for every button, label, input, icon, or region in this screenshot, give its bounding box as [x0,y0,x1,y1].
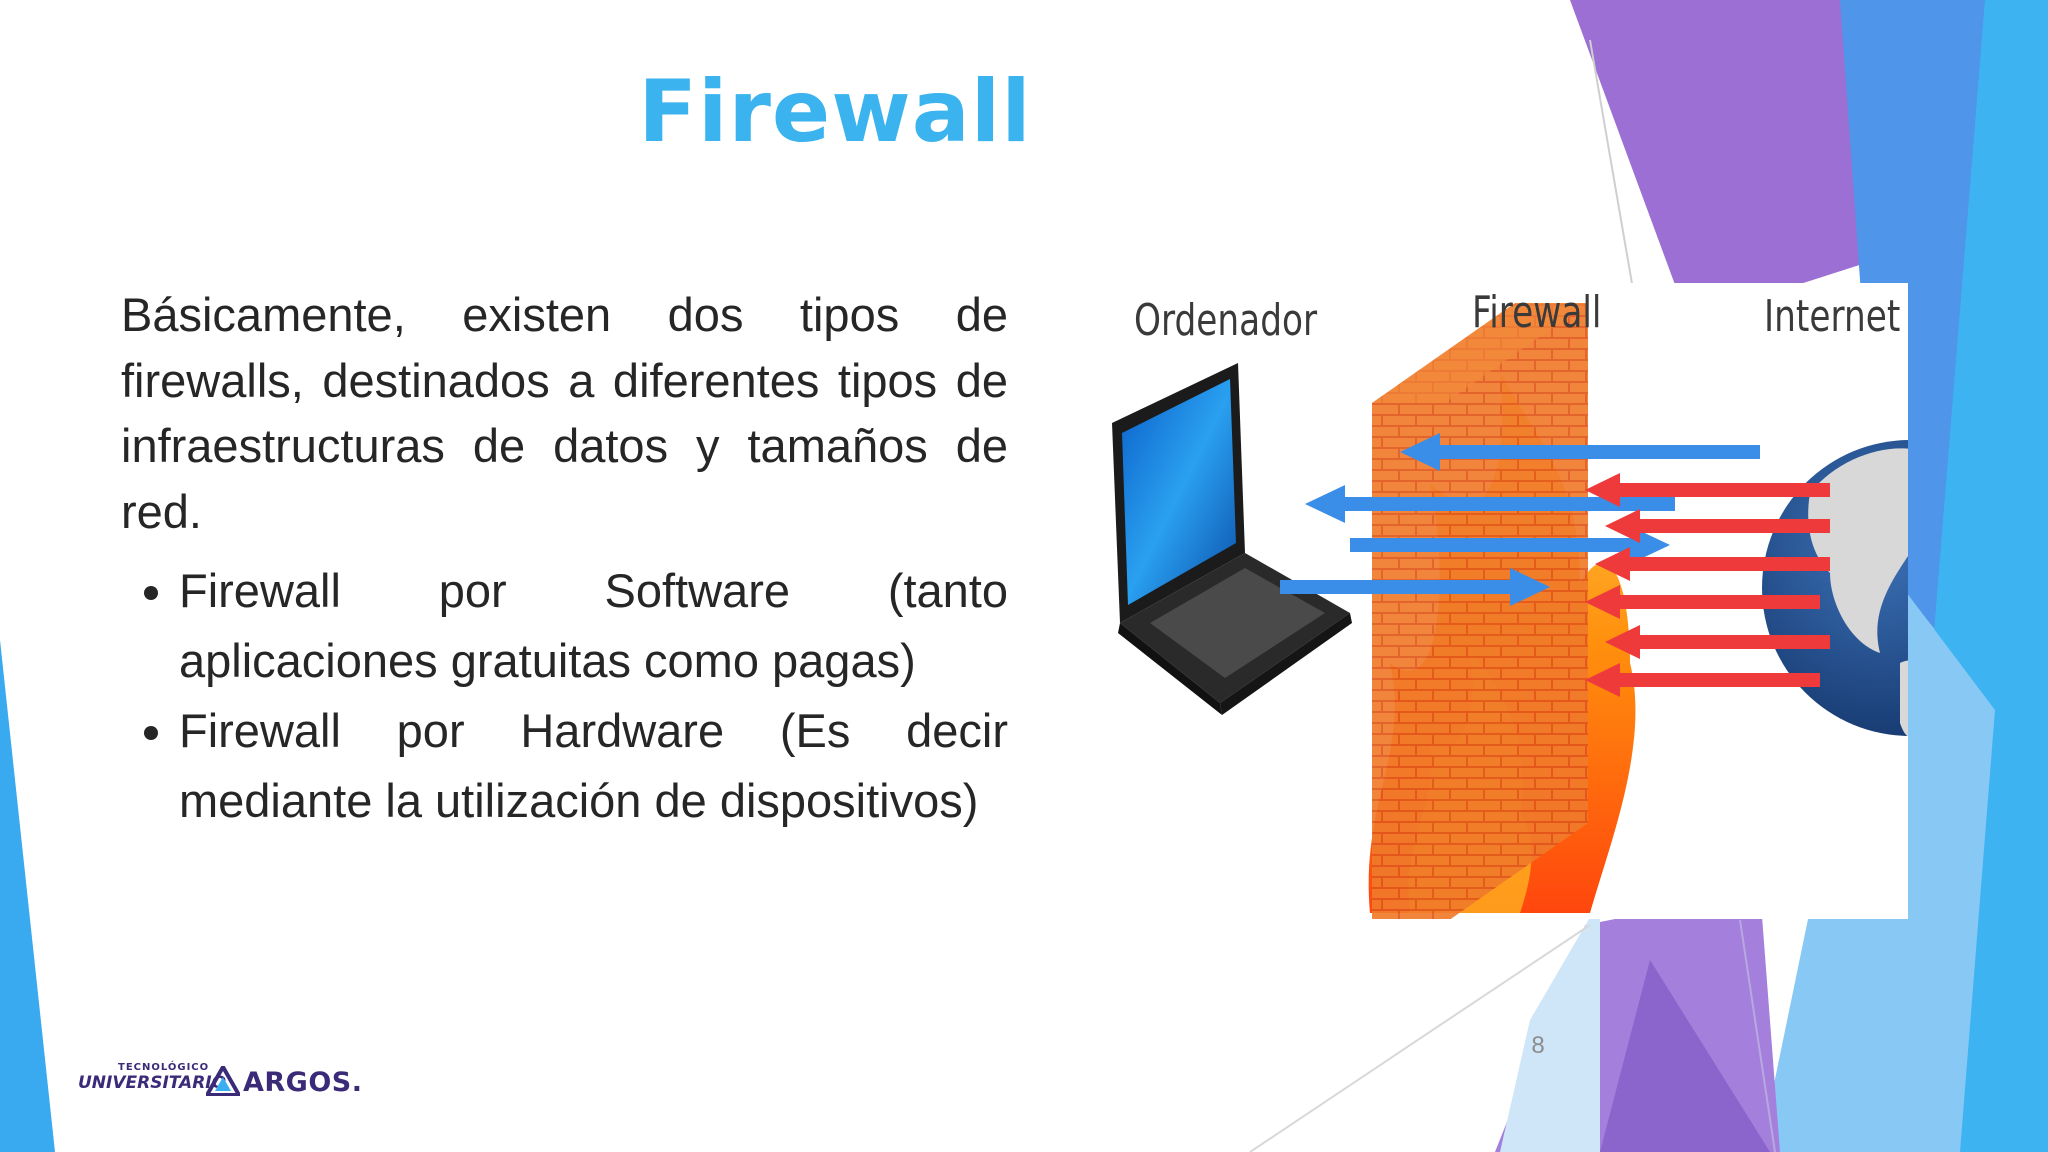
brick-wall [1372,303,1588,919]
page-number: 8 [1531,1032,1545,1059]
bullet-hardware: Firewall por Hardware (Es decir mediante… [179,696,1008,836]
red-arrows [1585,473,1830,697]
argos-logo: TECNOLÓGICO UNIVERSITARIO ARGOS. [78,1062,368,1108]
label-firewall: Firewall [1472,287,1602,338]
thin-line-bottom [1249,924,1591,1152]
intro-paragraph: Básicamente, existen dos tipos de firewa… [121,288,1008,538]
lower-light-shard [1500,900,1600,1152]
logo-left-text: UNIVERSITARIO [78,1073,227,1093]
firewall-diagram: Ordenador Firewall Internet [1110,283,1908,919]
globe-icon [1762,440,1908,737]
slide-title: Firewall [638,62,1032,162]
logo-mark-icon [206,1066,240,1096]
slide-body: Básicamente, existen dos tipos de firewa… [121,282,1008,836]
logo-right-text: ARGOS. [243,1067,363,1098]
logo-small-text: TECNOLÓGICO [118,1062,210,1073]
left-blue-shard [0,640,55,1152]
bottom-violet-shard [1600,960,1770,1152]
bullet-software: Firewall por Software (tanto aplicacione… [179,556,1008,696]
thin-line-top [1589,39,1641,331]
laptop-icon [1112,363,1352,715]
firewall-illustration [1112,303,1908,919]
label-ordenador: Ordenador [1134,295,1318,346]
bullet-list: Firewall por Software (tanto aplicacione… [121,556,1008,836]
label-internet: Internet [1764,291,1901,342]
thin-line-right [1739,919,1776,1152]
top-purple-shard [1570,0,1875,320]
